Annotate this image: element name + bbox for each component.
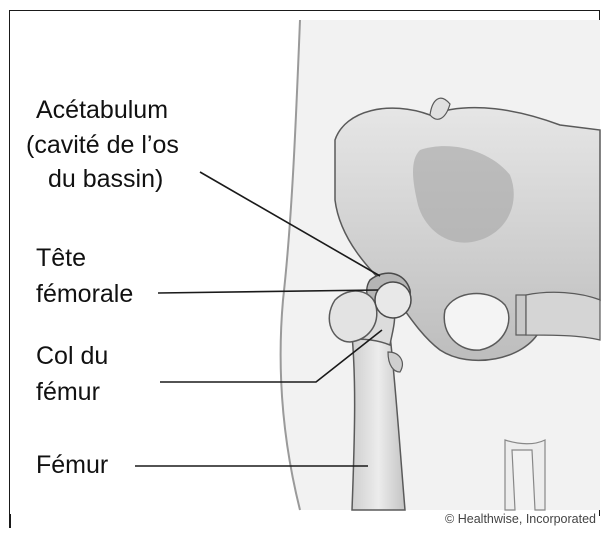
label-femur: Fémur	[36, 450, 108, 481]
label-col-line2: fémur	[36, 377, 100, 408]
copyright-credit: © Healthwise, Incorporated	[445, 512, 596, 526]
label-acetabulum-line2: (cavité de l’os	[26, 130, 179, 161]
pubic-symphysis	[516, 295, 526, 335]
label-acetabulum-line1: Acétabulum	[36, 95, 168, 126]
label-col-line1: Col du	[36, 341, 108, 372]
pubic-bone	[526, 292, 600, 340]
femoral-head	[375, 282, 411, 318]
label-tete-line2: fémorale	[36, 279, 133, 310]
label-acetabulum-line3: du bassin)	[48, 164, 163, 195]
label-tete-line1: Tête	[36, 243, 86, 274]
